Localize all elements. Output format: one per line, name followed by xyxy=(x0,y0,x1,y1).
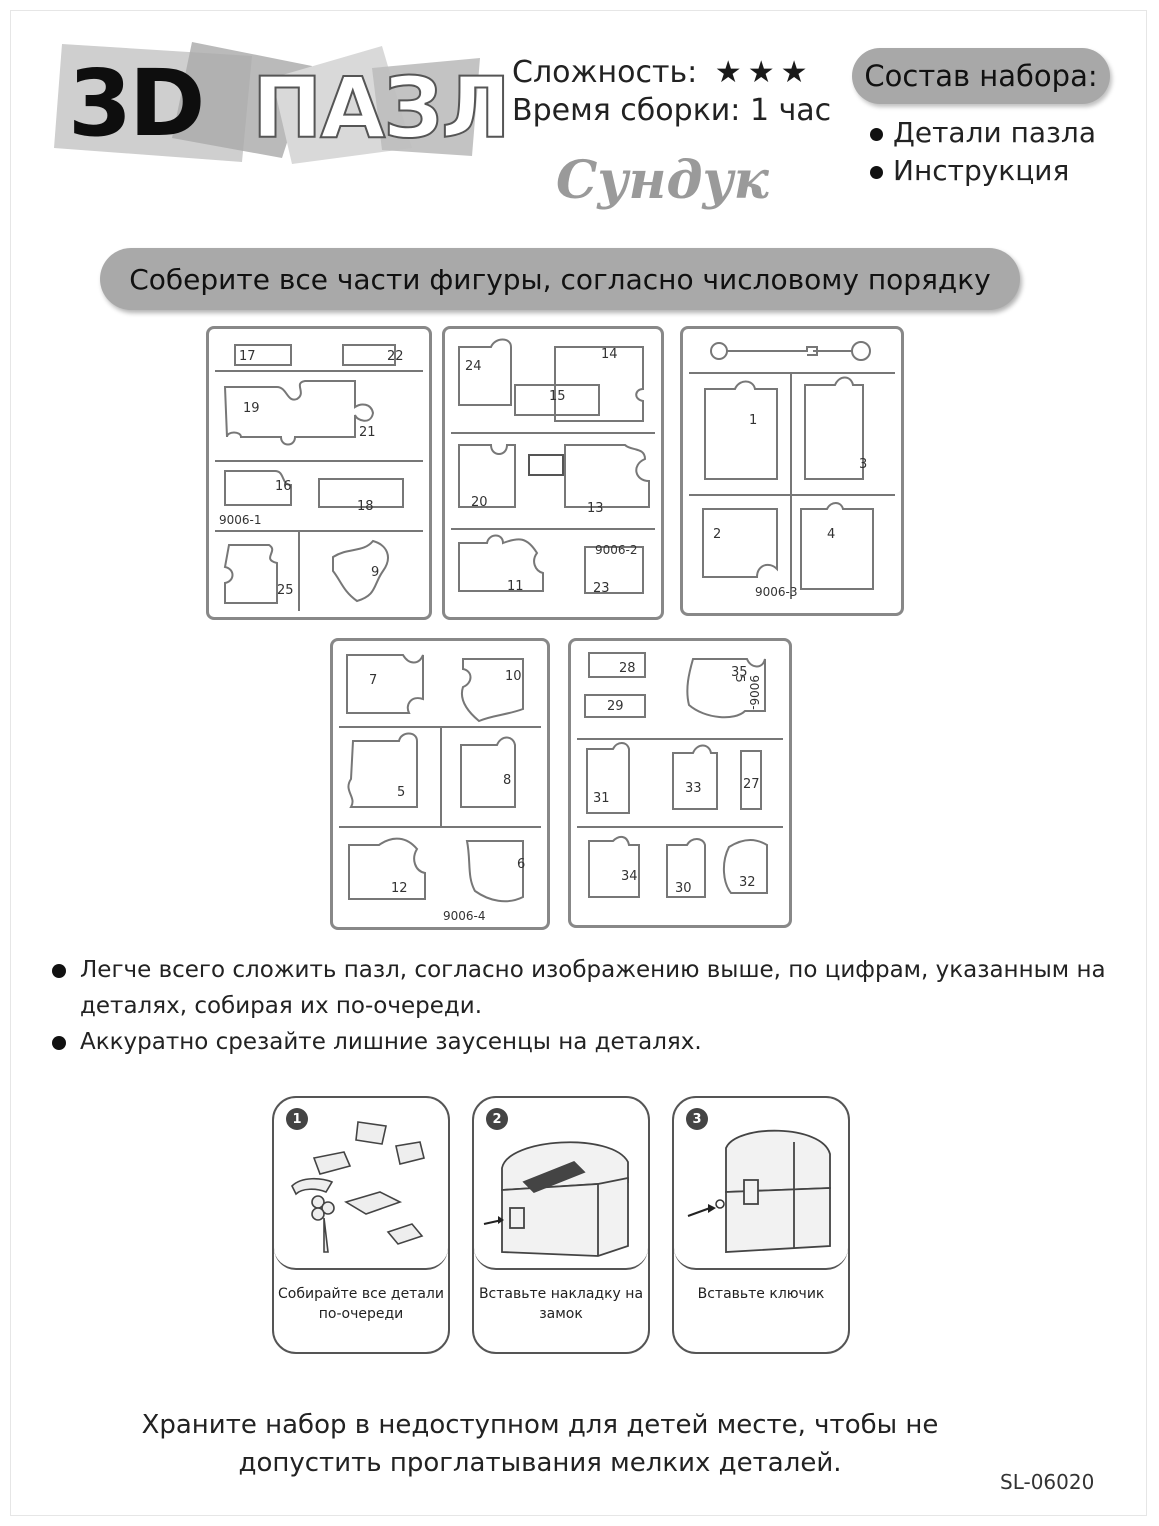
piece-number: 30 xyxy=(675,881,692,896)
sheet-code: 9006-2 xyxy=(595,543,638,557)
chest-key-illustration xyxy=(687,1129,831,1253)
kit-contents-list: Детали пазла Инструкция xyxy=(870,114,1096,190)
star-icon: ★ xyxy=(747,55,781,90)
sheet-outline-drawing xyxy=(215,344,423,611)
puzzle-sheet-9006-2: 24 14 15 20 13 11 23 9006-2 xyxy=(442,326,664,620)
piece-number: 3 xyxy=(859,457,868,472)
piece-number: 31 xyxy=(593,791,610,806)
piece-number: 29 xyxy=(607,699,624,714)
sheet-outline-drawing xyxy=(339,654,541,903)
loose-pieces-illustration xyxy=(291,1121,425,1253)
sheet-code: 9006-1 xyxy=(219,513,262,527)
sheet-code: 9006-4 xyxy=(443,909,486,923)
step-card-3: 3 Вставьте ключик xyxy=(672,1096,850,1354)
piece-number: 28 xyxy=(619,661,636,676)
difficulty-stars: ★★★ xyxy=(715,58,814,88)
piece-number: 6 xyxy=(517,857,526,872)
piece-number: 8 xyxy=(503,773,512,788)
piece-number: 4 xyxy=(827,527,836,542)
step-illustration xyxy=(474,1098,648,1270)
piece-number: 5 xyxy=(397,785,406,800)
sheet-outline-drawing xyxy=(689,341,895,599)
piece-number: 25 xyxy=(277,583,294,598)
piece-number: 12 xyxy=(391,881,408,896)
model-name: Сундук xyxy=(556,150,769,211)
safety-warning: Храните набор в недоступном для детей ме… xyxy=(141,1410,939,1478)
assembly-tips: Легче всего сложить пазл, согласно изобр… xyxy=(52,952,1112,1060)
puzzle-sheet-9006-3: 1 3 2 4 9006-3 xyxy=(680,326,904,616)
piece-number: 9 xyxy=(371,565,380,580)
difficulty-label: Сложность: xyxy=(512,55,698,90)
piece-number: 21 xyxy=(359,425,376,440)
step-number-badge: 2 xyxy=(486,1108,508,1130)
step-caption: Вставьте накладку на замок xyxy=(478,1286,644,1322)
kit-item: Инструкция xyxy=(870,152,1096,190)
bullet-icon xyxy=(52,964,66,978)
brand-logo: 3D ПАЗЛ xyxy=(52,38,512,170)
tip-item: Легче всего сложить пазл, согласно изобр… xyxy=(52,952,1112,1024)
puzzle-sheet-9006-1: 17 22 19 21 16 18 25 9 9006-1 xyxy=(206,326,432,620)
piece-number: 35 xyxy=(731,665,748,680)
piece-number: 14 xyxy=(601,347,618,362)
piece-number: 34 xyxy=(621,869,638,884)
piece-number: 18 xyxy=(357,499,374,514)
product-sku: SL-06020 xyxy=(1000,1470,1095,1494)
bullet-icon xyxy=(870,165,883,179)
step-illustration xyxy=(674,1098,848,1270)
chest-lock-plate-illustration xyxy=(483,1141,629,1257)
piece-number: 33 xyxy=(685,781,702,796)
piece-number: 32 xyxy=(739,875,756,890)
piece-number: 27 xyxy=(743,777,760,792)
sheet-outline-drawing xyxy=(577,652,783,898)
step-card-1: 1 Собирайте все детали по-очереди xyxy=(272,1096,450,1354)
step-illustration xyxy=(274,1098,448,1270)
piece-number: 16 xyxy=(275,479,292,494)
kit-contents-title: Состав набора: xyxy=(852,48,1110,104)
piece-number: 11 xyxy=(507,579,524,594)
piece-number: 19 xyxy=(243,401,260,416)
logo-3d-text: 3D xyxy=(68,50,205,157)
piece-number: 10 xyxy=(505,669,522,684)
logo-backdrop-shapes xyxy=(54,42,480,164)
star-icon: ★ xyxy=(714,55,748,90)
sheet-outline-drawing xyxy=(451,338,655,594)
piece-number: 1 xyxy=(749,413,758,428)
step-caption: Вставьте ключик xyxy=(697,1286,825,1302)
piece-number: 17 xyxy=(239,349,256,364)
logo-word-text: ПАЗЛ xyxy=(251,59,512,157)
step-card-2: 2 Вставьте накладку на замок xyxy=(472,1096,650,1354)
bullet-icon xyxy=(52,1036,66,1050)
instruction-banner: Соберите все части фигуры, согласно числ… xyxy=(100,248,1020,310)
step-caption: Собирайте все детали по-очереди xyxy=(278,1286,444,1322)
tip-item: Аккуратно срезайте лишние заусенцы на де… xyxy=(52,1024,1112,1060)
piece-number: 15 xyxy=(549,389,566,404)
assembly-time: Время сборки: 1 час xyxy=(512,93,832,128)
puzzle-sheet-9006-4: 7 10 5 8 12 6 9006-4 xyxy=(330,638,550,930)
piece-number: 20 xyxy=(471,495,488,510)
piece-number: 22 xyxy=(387,349,404,364)
difficulty-line: Сложность: ★★★ xyxy=(512,58,814,88)
star-icon: ★ xyxy=(780,55,814,90)
piece-number: 2 xyxy=(713,527,722,542)
sheet-code: 9006-5 xyxy=(733,675,761,710)
piece-number: 23 xyxy=(593,581,610,596)
step-number-badge: 3 xyxy=(686,1108,708,1130)
piece-number: 7 xyxy=(369,673,378,688)
sheet-code: 9006-3 xyxy=(755,585,798,599)
step-number-badge: 1 xyxy=(286,1108,308,1130)
puzzle-sheet-9006-5: 28 35 29 31 33 27 34 30 32 9006-5 xyxy=(568,638,792,928)
piece-number: 24 xyxy=(465,359,482,374)
kit-item: Детали пазла xyxy=(870,114,1096,152)
bullet-icon xyxy=(870,127,883,141)
piece-number: 13 xyxy=(587,501,604,516)
